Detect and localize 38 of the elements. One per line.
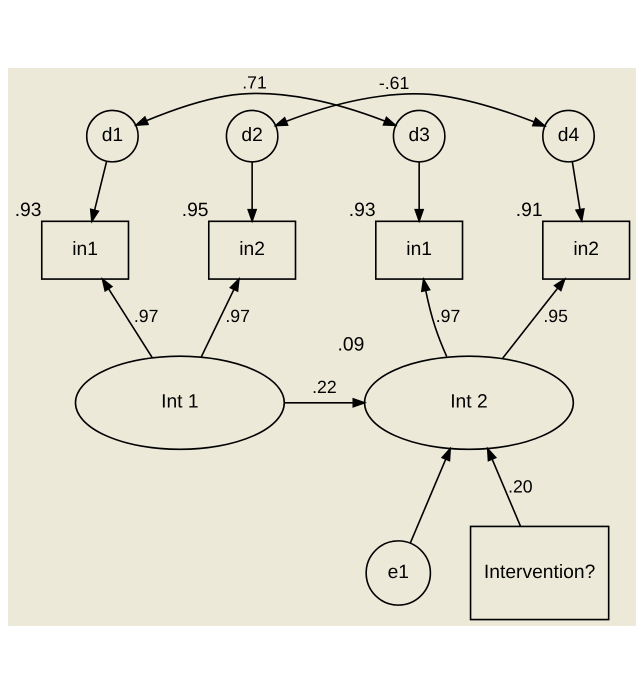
node-label: .91 <box>516 199 543 220</box>
edge-label: -.61 <box>378 72 410 92</box>
arrow <box>247 162 258 223</box>
node-circle: d3 <box>392 109 446 162</box>
edge-label: .97 <box>436 306 460 326</box>
node-box: in1 <box>40 220 130 280</box>
arrow <box>502 276 566 358</box>
node-box: in1 <box>375 220 464 280</box>
node-label: .95 <box>182 199 209 220</box>
edge-label: .95 <box>543 306 568 326</box>
arrow <box>414 162 424 223</box>
node-circle: d1 <box>86 109 139 162</box>
node-circle: e1 <box>365 540 432 606</box>
node-label: .09 <box>338 334 364 356</box>
node-label: .93 <box>348 199 376 220</box>
node-box: Intervention? <box>470 525 610 620</box>
node-box: in2 <box>542 220 630 280</box>
arrow <box>420 276 448 356</box>
node-ellipse: Int 2 <box>364 354 574 450</box>
edge-label: .22 <box>312 376 337 396</box>
arrow <box>101 276 153 358</box>
edge-label: .20 <box>508 476 533 496</box>
arrow <box>410 446 452 543</box>
arrow <box>284 397 367 408</box>
edge-label: .97 <box>225 306 250 326</box>
edge-label: .97 <box>134 306 158 326</box>
arrow <box>572 161 585 223</box>
node-circle: d4 <box>542 109 596 162</box>
node-ellipse: Int 1 <box>74 354 286 450</box>
node-box: in2 <box>208 220 296 280</box>
node-circle: d2 <box>226 109 279 162</box>
arrow <box>486 446 522 526</box>
arrow <box>90 160 108 224</box>
arrow <box>273 92 547 126</box>
arrow <box>134 92 398 126</box>
arrow <box>200 276 240 357</box>
edge-label: .71 <box>242 72 267 92</box>
node-label: .93 <box>14 199 42 220</box>
